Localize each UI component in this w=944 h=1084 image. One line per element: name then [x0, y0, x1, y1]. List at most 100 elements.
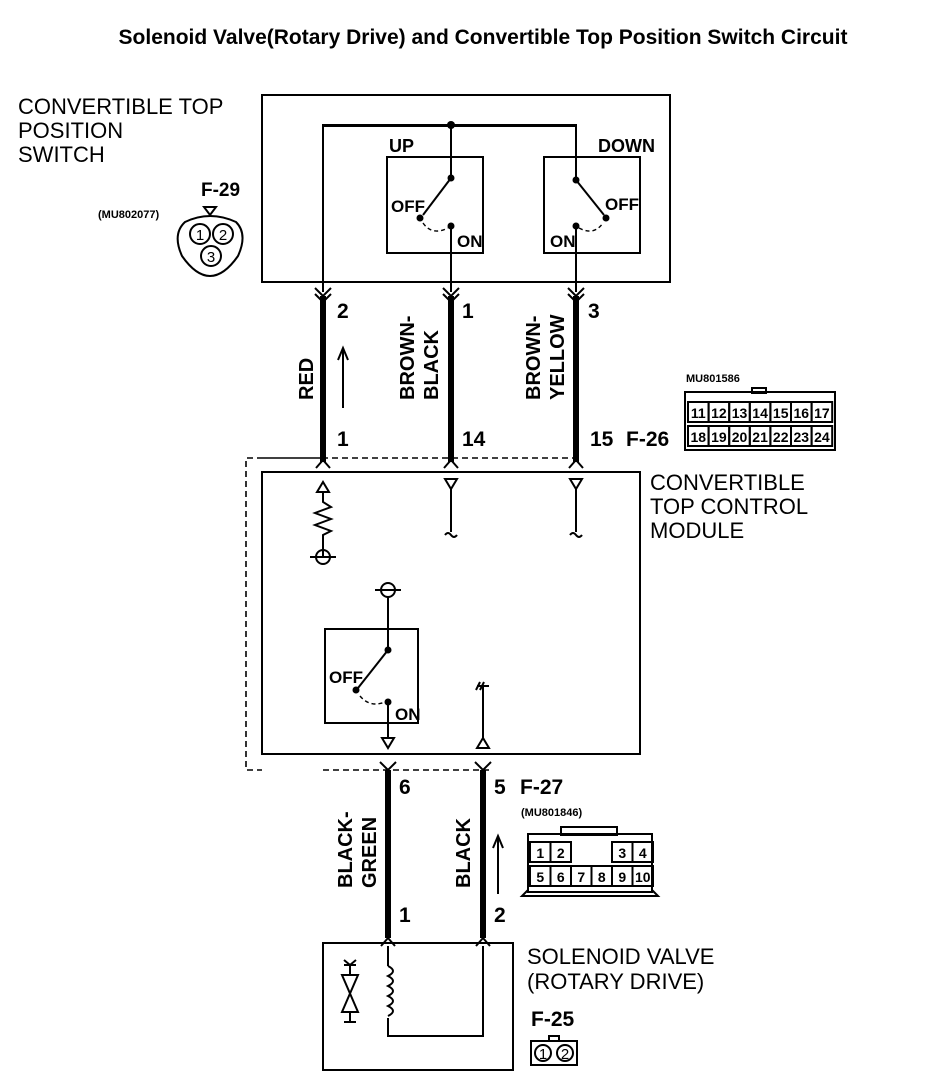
- f27-pin-6: 6: [557, 869, 565, 885]
- wire-black-module-pin: 5: [494, 776, 506, 799]
- f27-pin-4: 4: [639, 845, 647, 861]
- up-switch-box: [386, 156, 484, 254]
- f27-pin-2: 2: [557, 845, 565, 861]
- f29-connector-name: F-29: [201, 180, 240, 201]
- f26-pin-24: 24: [814, 429, 830, 445]
- up-off-dot: [416, 214, 424, 222]
- module-switch-off-dot: [352, 686, 360, 694]
- module-switch-lever: [357, 649, 389, 689]
- f27-part-number: (MU801846): [521, 807, 582, 819]
- wire-brown-yellow-switch-pin: 3: [588, 300, 600, 323]
- f25-pin-1: 1: [539, 1046, 547, 1063]
- control-module-label-line2: TOP CONTROL: [650, 494, 808, 519]
- module-switch-box: [324, 628, 419, 724]
- module-input-1-triangle: [315, 480, 331, 493]
- wire-red-color: RED: [296, 358, 318, 400]
- down-switch-label: DOWN: [598, 136, 655, 156]
- f27-pin-10: 10: [635, 869, 651, 885]
- f26-pin-24-cell: [810, 425, 834, 447]
- current-flow-arrow-black: [492, 833, 504, 894]
- module-input-15-triangle: [568, 478, 584, 491]
- f26-pin-11: 11: [691, 405, 706, 421]
- down-switch-lever: [575, 179, 605, 216]
- f26-key: [751, 387, 767, 394]
- position-switch-label: CONVERTIBLE TOP POSITION SWITCH: [18, 94, 223, 167]
- f27-pin-1: 1: [536, 845, 544, 861]
- f25-pin-2: 2: [561, 1046, 569, 1063]
- f26-pin-13: 13: [732, 405, 748, 421]
- f26-pin-16: 16: [794, 405, 810, 421]
- module-switch-on-label: ON: [395, 705, 421, 724]
- f27-pin-8: 8: [598, 869, 606, 885]
- wire-black-green-module-pin: 6: [399, 776, 411, 799]
- down-switch-box: [543, 156, 641, 254]
- solenoid-internal-loop: [387, 946, 484, 1037]
- f26-pin-18: 18: [691, 429, 707, 445]
- f27-pin-9: 9: [618, 869, 626, 885]
- solenoid-coil: [385, 965, 394, 1017]
- valve-actuator: [343, 959, 357, 1023]
- position-switch-box: [261, 94, 671, 283]
- f26-pin-22: 22: [773, 429, 789, 445]
- diagram-title: Solenoid Valve(Rotary Drive) and Convert…: [119, 26, 848, 49]
- wire-black-green-color-line1: BLACK-: [335, 811, 357, 888]
- wire-brown-black-color-line2: BLACK: [421, 329, 443, 400]
- f29-pin-3-ring: [200, 245, 222, 267]
- f26-pin-14: 14: [752, 405, 768, 421]
- wire-brown-black-module-pin: 14: [462, 428, 486, 451]
- control-module-label-line1: CONVERTIBLE: [650, 470, 805, 495]
- position-switch-label-line1: CONVERTIBLE TOP: [18, 94, 223, 119]
- f27-connector-name: F-27: [520, 776, 563, 799]
- f27-pin-10-cell: [631, 865, 654, 887]
- chevron-wire2-module: [443, 458, 459, 469]
- solenoid-valve-label-line2: (ROTARY DRIVE): [527, 969, 704, 994]
- chevron-wire5-module: [474, 761, 492, 772]
- f27-pin-4-cell: [631, 841, 654, 863]
- f29-pin-1: 1: [196, 227, 204, 244]
- f25-key: [548, 1035, 560, 1042]
- module-input-15-line: [569, 489, 583, 538]
- module-connector-dashed-outline: [245, 457, 576, 771]
- f27-pin-7: 7: [577, 869, 585, 885]
- solenoid-valve-label-line1: SOLENOID VALVE: [527, 944, 714, 969]
- valve-body: [340, 974, 360, 1013]
- f29-connector-face: 1 2 3: [176, 206, 244, 278]
- control-module-box: [261, 471, 641, 755]
- internal-common-line: [322, 124, 577, 292]
- f26-part-number: MU801586: [686, 373, 740, 385]
- down-switch-on-label: ON: [550, 232, 576, 251]
- f29-key-triangle: [202, 206, 218, 217]
- module-output-6-triangle: [380, 737, 396, 750]
- down-switch-off-label: OFF: [605, 195, 639, 214]
- f25-connector-face: 1 2: [530, 1035, 578, 1066]
- f26-pin-20: 20: [732, 429, 748, 445]
- solenoid-valve-box: [322, 942, 514, 1071]
- f29-part-number: (MU802077): [98, 209, 159, 221]
- up-switch-label: UP: [389, 136, 414, 156]
- f29-pin-3: 3: [207, 249, 215, 266]
- f29-housing: [176, 215, 244, 278]
- pull-up-resistor: [312, 492, 334, 557]
- wire-brown-yellow-module-pin: 15: [590, 428, 614, 451]
- f25-pin-2-ring: [556, 1044, 574, 1062]
- solenoid-valve-label: SOLENOID VALVE (ROTARY DRIVE): [527, 944, 714, 994]
- wire-black-valve-pin: 2: [494, 904, 506, 927]
- chevron-wire4-module: [379, 761, 397, 772]
- control-module-label: CONVERTIBLE TOP CONTROL MODULE: [650, 470, 808, 543]
- f27-housing: [519, 833, 661, 897]
- f26-pin-12: 12: [711, 405, 727, 421]
- valve-icon: [340, 959, 360, 1023]
- module-switch-off-label: OFF: [329, 668, 363, 687]
- wire-red-module-pin: 1: [337, 428, 349, 451]
- f29-pin-2: 2: [219, 227, 227, 244]
- f25-pin-1-ring: [534, 1044, 552, 1062]
- f26-pin-21: 21: [752, 429, 768, 445]
- module-input-14-line: [444, 489, 458, 538]
- chevron-wire3-module: [568, 458, 584, 469]
- f26-pin-23: 23: [794, 429, 810, 445]
- wire-brown-black-color-line1: BROWN-: [397, 316, 419, 400]
- f27-pin-2-cell: [549, 841, 572, 863]
- wire-red-switch-pin: 2: [337, 300, 349, 323]
